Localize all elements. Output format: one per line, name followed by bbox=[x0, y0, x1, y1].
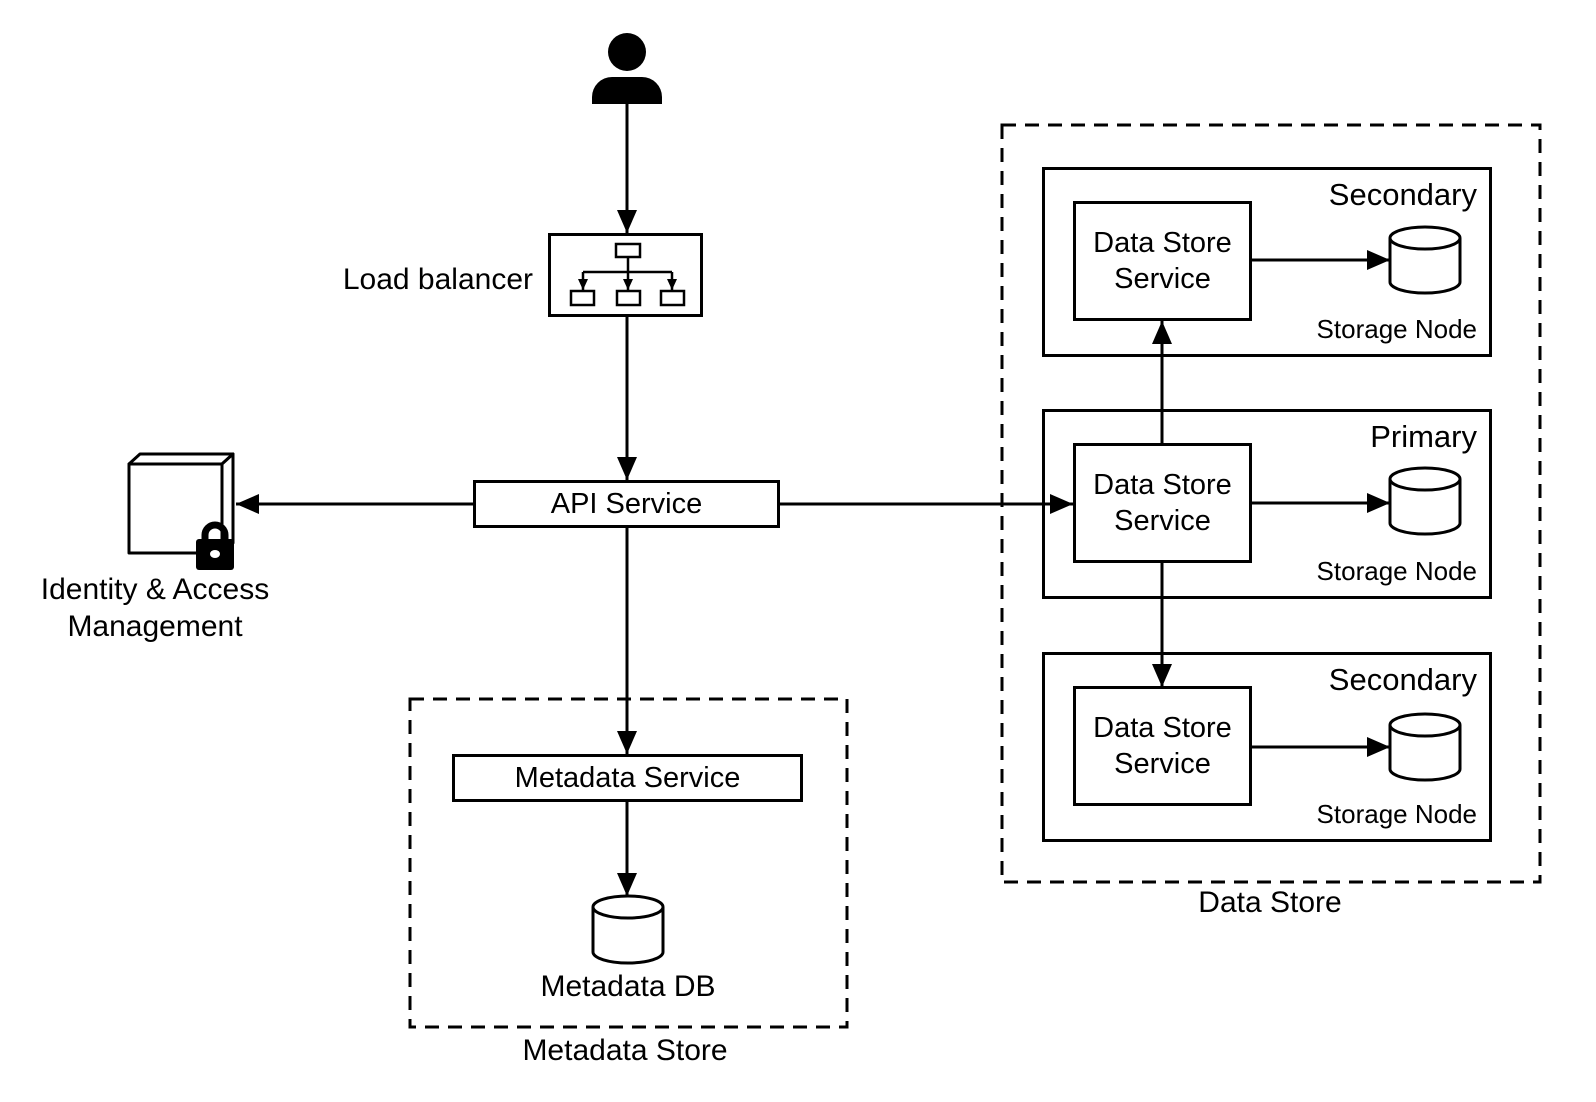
node-role-label: Primary bbox=[1370, 419, 1477, 454]
data-store-service-label: Data Store Service bbox=[1093, 227, 1232, 295]
node-role-label: Secondary bbox=[1328, 177, 1477, 212]
data-store-service-label: Data Store Service bbox=[1093, 712, 1232, 780]
user-icon bbox=[592, 33, 662, 104]
lock-icon bbox=[196, 521, 234, 570]
storage-node-box-primary: Primary Data Store Service Storage Node bbox=[1042, 409, 1492, 599]
load-balancer-box bbox=[548, 233, 703, 317]
data-store-title: Data Store bbox=[1198, 886, 1342, 919]
api-service-label: API Service bbox=[550, 487, 703, 520]
data-store-service-box: Data Store Service bbox=[1073, 201, 1252, 321]
storage-node-box-secondary-top: Secondary Data Store Service Storage Nod… bbox=[1042, 167, 1492, 357]
data-store-service-label: Data Store Service bbox=[1093, 469, 1232, 537]
data-store-service-box: Data Store Service bbox=[1073, 686, 1252, 806]
node-role-label: Secondary bbox=[1328, 662, 1477, 697]
load-balancer-label: Load balancer bbox=[342, 263, 533, 296]
metadata-db-label: Metadata DB bbox=[540, 970, 716, 1003]
metadata-store-title: Metadata Store bbox=[522, 1034, 728, 1067]
storage-node-label: Storage Node bbox=[1316, 556, 1477, 586]
metadata-db-cylinder-icon bbox=[591, 894, 665, 965]
storage-node-box-secondary-bottom: Secondary Data Store Service Storage Nod… bbox=[1042, 652, 1492, 842]
iam-label-line2: Management bbox=[67, 610, 243, 643]
metadata-service-label: Metadata Service bbox=[514, 761, 741, 794]
iam-label-line1: Identity & Access bbox=[40, 573, 270, 606]
metadata-service-box: Metadata Service bbox=[452, 754, 803, 802]
api-service-box: API Service bbox=[473, 480, 780, 528]
storage-node-label: Storage Node bbox=[1316, 314, 1477, 344]
padlock-box-icon bbox=[127, 452, 235, 570]
storage-node-label: Storage Node bbox=[1316, 799, 1477, 829]
iam-label: Identity & Access Management bbox=[20, 571, 290, 645]
data-store-service-box: Data Store Service bbox=[1073, 443, 1252, 563]
